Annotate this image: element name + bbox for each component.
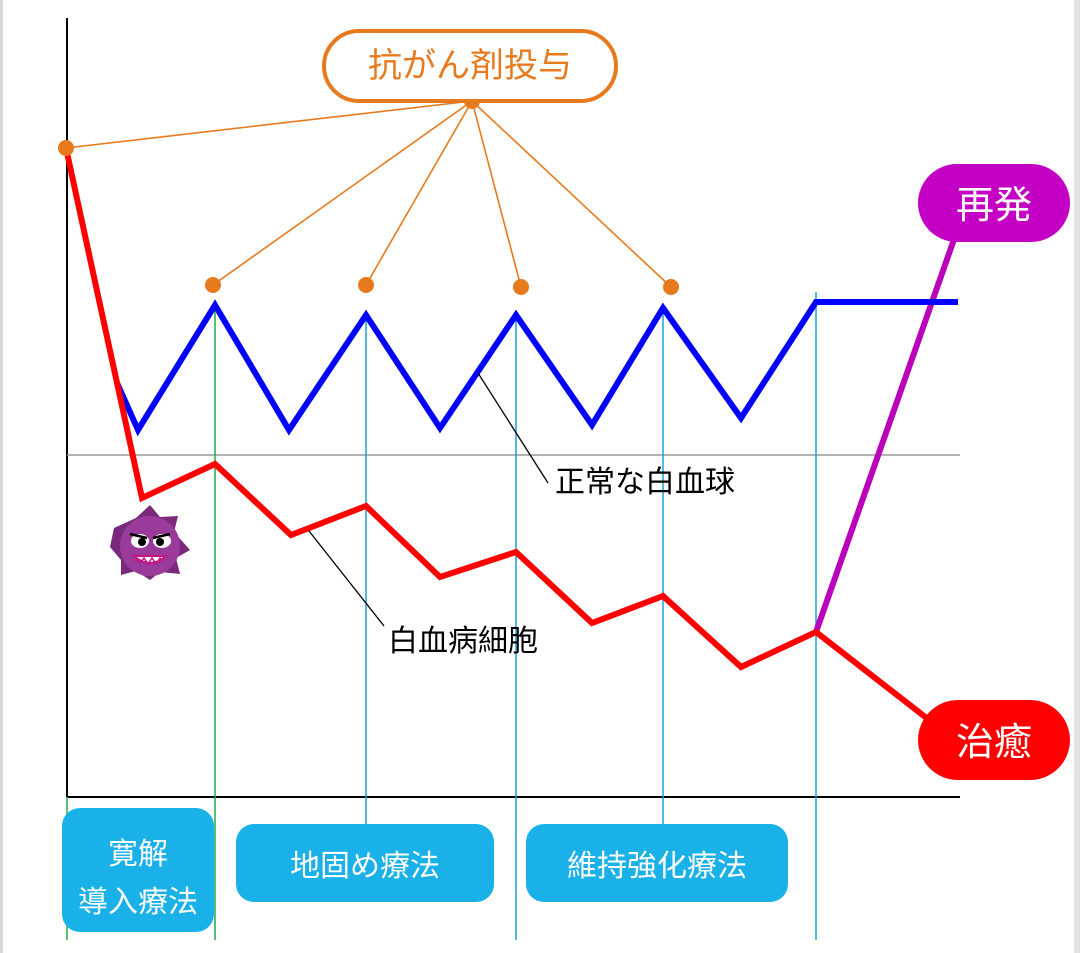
phase-box-maintenance: 維持強化療法 bbox=[526, 824, 788, 902]
frame-right-border bbox=[1074, 0, 1080, 953]
cure-label: 治癒 bbox=[956, 720, 1032, 764]
leukemia-cells-pointer bbox=[308, 530, 385, 627]
normal-wbc-label: 正常な白血球 bbox=[555, 465, 735, 500]
normal-wbc-line bbox=[114, 299, 958, 437]
leukemia-cells-line bbox=[63, 147, 935, 726]
cure-badge: 治癒 bbox=[918, 700, 1070, 780]
phase-box-remission-induction: 寛解 導入療法 bbox=[62, 808, 214, 932]
drug-dots bbox=[58, 93, 679, 295]
phase-3-label: 維持強化療法 bbox=[567, 849, 747, 884]
leukemia-cells-label: 白血病細胞 bbox=[388, 624, 538, 659]
relapse-line bbox=[813, 225, 961, 635]
relapse-label: 再発 bbox=[956, 183, 1032, 227]
phase-2-label: 地固め療法 bbox=[290, 849, 440, 884]
frame-left-border bbox=[0, 0, 3, 953]
phase-box-consolidation: 地固め療法 bbox=[236, 824, 494, 902]
phase-1-line1: 寛解 bbox=[108, 837, 168, 872]
drug-label: 抗がん剤投与 bbox=[368, 46, 572, 86]
drug-connectors bbox=[65, 100, 672, 288]
drug-administration-badge: 抗がん剤投与 bbox=[322, 29, 618, 103]
relapse-badge: 再発 bbox=[918, 164, 1070, 242]
purple-virus-character-icon bbox=[110, 505, 190, 580]
phase-1-line2: 導入療法 bbox=[78, 885, 198, 920]
normal-wbc-pointer bbox=[477, 372, 549, 484]
